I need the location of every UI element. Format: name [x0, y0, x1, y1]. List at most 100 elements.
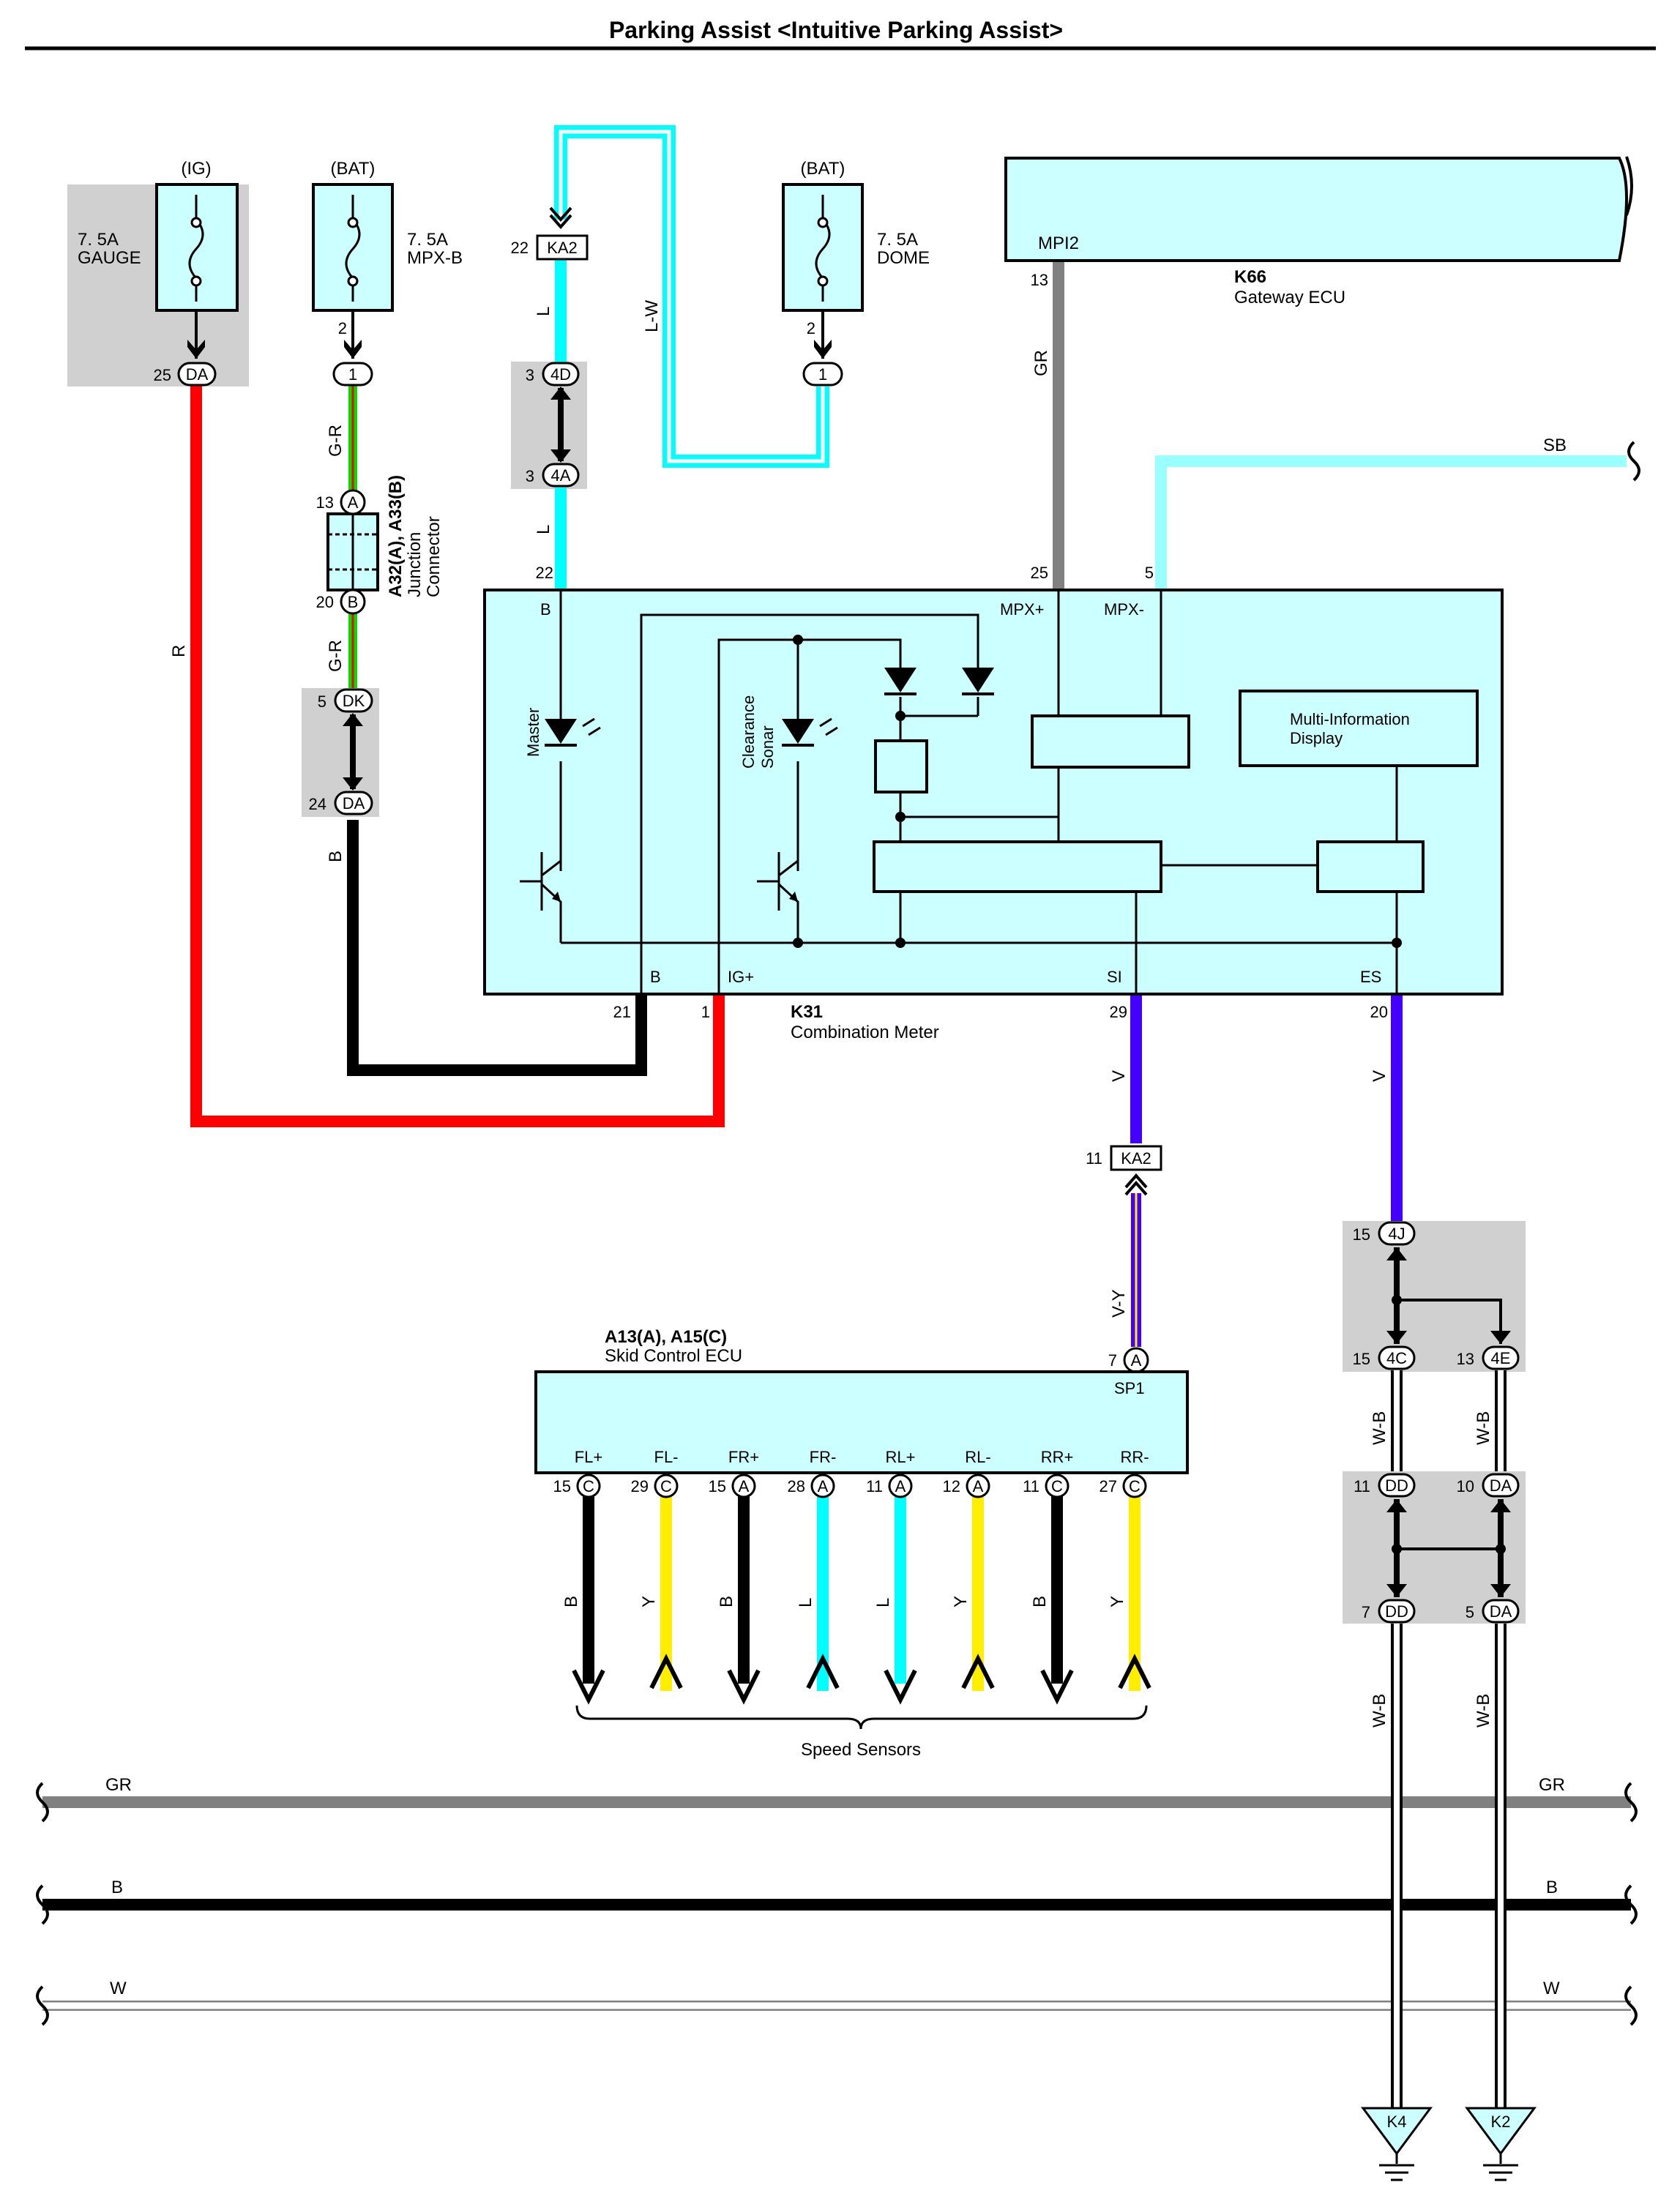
svg-text:W: W	[110, 1979, 127, 1998]
svg-text:G-R: G-R	[326, 640, 346, 672]
speed-sensors-label: Speed Sensors	[801, 1740, 921, 1760]
skid-pin-connector: A	[818, 1477, 829, 1495]
svg-text:7: 7	[1108, 1351, 1117, 1370]
svg-text:25: 25	[154, 366, 171, 384]
svg-text:L: L	[534, 307, 553, 316]
svg-text:13: 13	[1031, 271, 1048, 289]
svg-text:V-Y: V-Y	[1109, 1289, 1129, 1318]
svg-text:SB: SB	[1543, 436, 1567, 455]
ground-k4: K4	[1361, 2107, 1433, 2181]
svg-text:DA: DA	[186, 365, 209, 384]
svg-text:11: 11	[1086, 1149, 1102, 1168]
junction-connector: A32(A), A33(B) Junction Connector	[326, 475, 444, 597]
skid-pin-label: FR-	[810, 1448, 837, 1466]
svg-text:B: B	[650, 968, 661, 986]
sensor-arrow-up	[649, 1654, 683, 1689]
svg-text:SI: SI	[1107, 968, 1122, 986]
fuse-mpxb: (BAT) 7. 5A MPX-B 2	[312, 159, 463, 359]
svg-text:B: B	[111, 1878, 123, 1897]
svg-text:DK: DK	[343, 692, 365, 710]
svg-text:R: R	[169, 645, 189, 657]
fuse-mpxb-source: (BAT)	[331, 159, 376, 179]
svg-text:A: A	[1131, 1351, 1142, 1370]
fuse-gauge-amp: 7. 5A	[78, 230, 119, 250]
svg-text:20: 20	[1370, 1003, 1388, 1021]
svg-text:2: 2	[807, 319, 815, 337]
svg-text:B: B	[348, 593, 359, 611]
fuse-mpxb-name: MPX-B	[407, 248, 463, 268]
svg-text:4C: 4C	[1386, 1349, 1407, 1367]
gateway-pin-label: MPI2	[1038, 234, 1079, 253]
skid-wire-color: L	[873, 1598, 893, 1607]
sensor-arrow-up	[1118, 1654, 1151, 1689]
skid-pin-label: RL+	[886, 1448, 916, 1466]
sensor-arrow-down	[572, 1669, 605, 1705]
bus-lines	[36, 156, 1640, 2035]
svg-text:W-B: W-B	[1474, 1411, 1493, 1445]
svg-text:W: W	[1543, 1979, 1560, 1998]
svg-text:5: 5	[1145, 564, 1154, 582]
meter-name: Combination Meter	[791, 1023, 939, 1042]
skid-wire-color: B	[561, 1596, 581, 1607]
svg-text:DA: DA	[1490, 1602, 1512, 1621]
skid-wire-color: Y	[639, 1596, 659, 1607]
mid-label-1: Multi-Information	[1290, 710, 1410, 728]
skid-code: A13(A), A15(C)	[605, 1327, 727, 1347]
ground-k2: K2	[1465, 2107, 1537, 2181]
fuse-gauge-name: GAUGE	[78, 248, 141, 268]
svg-text:21: 21	[613, 1003, 631, 1021]
skid-pin-label: FL-	[654, 1448, 679, 1466]
skid-pin-connector: A	[895, 1477, 906, 1495]
skid-name: Skid Control ECU	[605, 1346, 742, 1366]
connector-arrows	[343, 206, 1511, 1597]
svg-text:25: 25	[1031, 564, 1048, 582]
skid-pin-number: 15	[709, 1477, 726, 1495]
svg-text:KA2: KA2	[547, 239, 578, 257]
svg-text:29: 29	[1110, 1003, 1127, 1021]
skid-pin-label: FL+	[575, 1448, 603, 1466]
skid-pin-label: RL-	[965, 1448, 990, 1466]
svg-text:4A: 4A	[551, 466, 571, 485]
gateway-name: Gateway ECU	[1234, 288, 1345, 307]
svg-text:DD: DD	[1385, 1476, 1408, 1495]
fuse-dome: (BAT) 7. 5A DOME 2	[782, 159, 930, 359]
mid-label-2: Display	[1290, 729, 1343, 747]
skid-pin-number: 29	[631, 1477, 649, 1495]
svg-text:MPX+: MPX+	[1000, 600, 1045, 619]
svg-text:V: V	[1370, 1070, 1389, 1082]
sensor-arrow-up	[806, 1654, 840, 1689]
wires	[190, 125, 1627, 2108]
gateway-code: K66	[1234, 267, 1266, 287]
skid-pin-number: 28	[788, 1477, 805, 1495]
master-indicator-label: Master	[524, 708, 542, 757]
speed-sensor-brace: Speed Sensors	[575, 1705, 1148, 1760]
skid-pin-label: FR+	[728, 1448, 759, 1466]
skid-wire-color: B	[717, 1596, 736, 1607]
skid-pin-connector: A	[739, 1477, 750, 1495]
fuse-dome-amp: 7. 5A	[877, 230, 918, 250]
svg-text:GR: GR	[105, 1775, 132, 1795]
skid-pin-connector: C	[660, 1477, 672, 1495]
svg-text:B: B	[1546, 1878, 1558, 1897]
svg-text:1: 1	[818, 365, 827, 384]
fuse-arrows	[187, 340, 832, 359]
svg-text:22: 22	[536, 564, 553, 582]
sensor-arrow-down	[727, 1669, 761, 1705]
svg-text:W-B: W-B	[1474, 1694, 1493, 1728]
svg-text:7: 7	[1362, 1603, 1370, 1621]
skid-pin-flminus: FL- C 29Y	[631, 1448, 683, 1689]
diagram-title: Parking Assist <Intuitive Parking Assist…	[609, 17, 1063, 43]
skid-wire-color: Y	[951, 1596, 971, 1607]
svg-text:GR: GR	[1031, 350, 1051, 376]
svg-text:15: 15	[1353, 1350, 1370, 1368]
fuse-gauge: (IG) 7. 5A GAUGE	[78, 159, 239, 359]
skid-pin-number: 12	[943, 1477, 960, 1495]
skid-pin-rlplus: RL+ A 11L	[866, 1448, 917, 1705]
svg-text:10: 10	[1457, 1477, 1474, 1495]
gateway-ecu: MPI2 13 K66 Gateway ECU	[1004, 157, 1628, 307]
skid-control-ecu: A13(A), A15(C) Skid Control ECU SP1	[534, 1327, 1189, 1474]
skid-pin-number: 11	[866, 1477, 883, 1495]
